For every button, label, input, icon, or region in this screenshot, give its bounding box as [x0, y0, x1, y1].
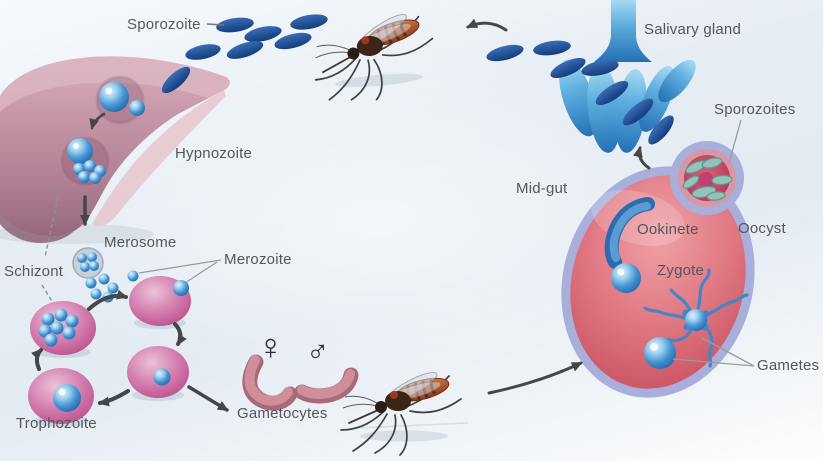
oocyst-illustration — [670, 141, 744, 215]
surface-reflection-line — [355, 422, 469, 429]
label-gametocytes: Gametocytes — [237, 405, 328, 422]
male-symbol: ♂ — [306, 334, 330, 369]
merosome-illustration — [72, 247, 104, 279]
label-merosome: Merosome — [104, 234, 177, 251]
ookinete-illustration — [604, 197, 655, 269]
label-hypnozoite: Hypnozoite — [175, 145, 253, 162]
midgut-to-gland-arrow — [632, 146, 651, 170]
merozoite-callout-lines — [138, 259, 222, 284]
label-gametes: Gametes — [757, 357, 820, 374]
mosquito-to-midgut-arrow — [487, 361, 583, 395]
liver-stage-cell — [95, 75, 145, 125]
female-gamete-illustration — [644, 337, 676, 369]
sporozoites-illustration — [161, 14, 674, 145]
sporozoite-callout-dash — [206, 23, 225, 26]
label-sporozoites: Sporozoites — [714, 101, 796, 118]
label-merozoite: Merozoite — [224, 251, 292, 268]
blood-schizont-cell — [30, 301, 96, 358]
female-symbol: ♀ — [257, 326, 284, 367]
zygote-illustration — [611, 263, 641, 293]
label-ookinete: Ookinete — [637, 221, 699, 238]
mosquito-top-illustration — [308, 5, 439, 107]
male-gamete-illustration — [643, 268, 749, 368]
label-zygote: Zygote — [657, 262, 705, 279]
sporozoites-callout-line — [728, 119, 742, 164]
gametocytes-illustration — [242, 354, 359, 411]
label-mid-gut: Mid-gut — [516, 180, 568, 197]
invaded-red-cell — [129, 276, 191, 329]
gametes-callout-lines — [672, 337, 755, 367]
schizont-callout-lines — [41, 182, 62, 307]
ring-stage-cell — [127, 346, 189, 401]
liver-illustration — [0, 56, 230, 244]
blood-cycle-arrows — [31, 289, 229, 412]
mosquito-bottom-illustration — [339, 366, 463, 457]
hypnozoite-cell — [60, 136, 110, 186]
midgut-illustration — [561, 166, 755, 398]
label-schizont: Schizont — [4, 263, 64, 280]
label-sporozoite: Sporozoite — [127, 16, 201, 33]
gland-to-mosquito-arrow — [466, 18, 508, 32]
label-trophozoite: Trophozoite — [16, 415, 97, 432]
label-oocyst: Oocyst — [738, 220, 786, 237]
trophozoite-cell — [28, 368, 94, 427]
salivary-gland-illustration — [559, 0, 696, 153]
label-salivary-gland: Salivary gland — [644, 21, 742, 38]
